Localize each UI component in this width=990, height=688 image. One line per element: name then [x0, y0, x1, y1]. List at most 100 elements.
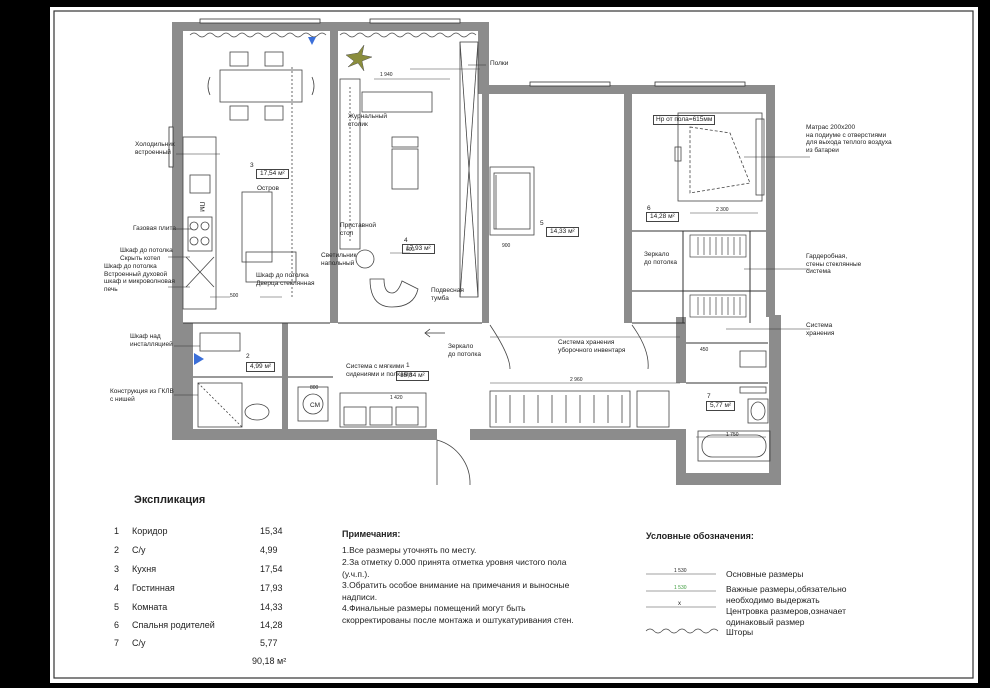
drawing-sheet: 3 17,54 м² 4 17,93 м² 5 14,33 м² 6 14,28… — [50, 7, 978, 683]
expl-row-num: 5 — [114, 602, 120, 612]
expl-row-name: Кухня — [132, 564, 157, 574]
expl-row-name: Спальня родителей — [132, 620, 215, 630]
bathroom7-fixtures — [697, 350, 771, 462]
callout-hanging-unit: Подвесная тумба — [431, 287, 464, 302]
expl-row-num: 3 — [114, 564, 120, 574]
dim-1940: 1 940 — [380, 72, 393, 78]
room-area-6: 14,28 м² — [646, 212, 679, 222]
callout-gas-stove: Газовая плита — [133, 225, 177, 232]
legend-sample-1: 1 530 — [674, 568, 687, 574]
dim-800: 800 — [310, 385, 319, 391]
dim-600: 600 — [406, 247, 415, 253]
callout-cabinet-boiler: Шкаф до потолка Скрыть котел — [120, 247, 173, 262]
note-item: 4.Финальные размеры помещений могут быть… — [342, 603, 574, 625]
callout-shelves: Полки — [490, 60, 509, 67]
note-item: 1.Все размеры уточнять по месту. — [342, 545, 477, 555]
room-number-7: 7 — [707, 393, 711, 400]
room-area-1: 15,34 м² — [396, 371, 429, 381]
callout-glass-cabinet: Шкаф до потолка Дверца стеклянная — [256, 272, 315, 287]
expl-row-name: Коридор — [132, 526, 168, 536]
living-furniture — [339, 41, 479, 308]
expl-row-name: С/у — [132, 638, 146, 648]
room-number-6: 6 — [647, 205, 651, 212]
dim-1420: 1 420 — [390, 395, 403, 401]
legend-samples — [645, 573, 719, 634]
callout-storage-system: Система хранения — [806, 322, 835, 337]
room-area-5: 14,33 м² — [546, 227, 579, 237]
room-number-1: 1 — [406, 362, 410, 369]
room-number-5: 5 — [540, 220, 544, 227]
callout-side-table: Приставной стол — [340, 222, 376, 237]
expl-row-area: 14,28 — [260, 620, 283, 630]
dim-500: 500 — [230, 293, 239, 299]
bathroom2-fixtures — [197, 332, 329, 428]
room-number-2: 2 — [246, 353, 250, 360]
legend-item-main-dims: Основные размеры — [726, 569, 804, 579]
expl-row-area: 15,34 — [260, 526, 283, 536]
dim-2300: 2 300 — [716, 207, 729, 213]
expl-row-area: 17,54 — [260, 564, 283, 574]
dim-450: 450 — [700, 347, 709, 353]
dim-2960: 2 960 — [570, 377, 583, 383]
plant-icon — [345, 44, 373, 72]
callout-installation-cabinet: Шкаф над инсталляцией — [130, 333, 173, 348]
legend-item-important-dims: Важные размеры,обязательно необходимо вы… — [726, 584, 847, 605]
explication-title: Экспликация — [134, 494, 206, 506]
dim-1750: 1 750 — [726, 432, 739, 438]
expl-row-num: 1 — [114, 526, 120, 536]
room-area-4: 17,93 м² — [402, 244, 435, 254]
label-pm: ПМ — [197, 201, 205, 212]
dimension-lines — [210, 68, 766, 438]
label-sm: СМ — [310, 402, 321, 409]
dim-900: 900 — [502, 243, 511, 249]
curtains — [189, 32, 477, 38]
marker-icon — [194, 37, 316, 365]
windows — [168, 18, 746, 168]
sheet-border — [53, 10, 974, 679]
callout-podium-height: Нр от пола=615мм — [653, 115, 716, 125]
legend-sample-2: 1 530 — [674, 585, 687, 591]
kitchen-furniture — [182, 51, 315, 310]
room-area-7: 5,77 м² — [706, 401, 736, 411]
expl-row-num: 7 — [114, 638, 120, 648]
entry-arrow-icon — [424, 328, 445, 338]
callout-soft-seating: Система с мягкими сидениями и полками — [346, 363, 412, 378]
callout-wardrobe: Гардеробная, стены стеклянные система — [806, 253, 862, 275]
expl-row-num: 2 — [114, 545, 120, 555]
callout-gklv: Конструкция из ГКЛВ с нишей — [110, 388, 174, 403]
room-number-4: 4 — [404, 237, 408, 244]
legend-item-curtains: Шторы — [726, 627, 754, 637]
notes-title: Примечания: — [342, 529, 401, 539]
expl-row-name: С/у — [132, 545, 146, 555]
expl-row-area: 5,77 — [260, 638, 278, 648]
callout-cabinet-oven: Шкаф до потолка Встроенный духовой шкаф … — [104, 263, 175, 293]
callout-floor-lamp: Светильник напольный — [321, 252, 357, 267]
legend-item-centering: Центровка размеров,означает одинаковый р… — [726, 606, 846, 627]
partition-lines — [183, 230, 768, 384]
room-number-3: 3 — [250, 162, 254, 169]
callout-leaders — [168, 64, 810, 396]
legend-title: Условные обозначения: — [646, 531, 754, 541]
room-area-3: 17,54 м² — [256, 169, 289, 179]
expl-row-area: 17,93 — [260, 583, 283, 593]
callout-storage-inventory: Система хранения уборочного инвентаря — [558, 339, 626, 354]
note-item: 3.Обратить особое внимание на примечания… — [342, 580, 570, 602]
expl-row-area: 4,99 — [260, 545, 278, 555]
callout-mattress: Матрас 200х200 на подиуме с отверстиями … — [806, 124, 892, 154]
walls — [172, 22, 781, 485]
callout-fridge: Холодильник встроенный — [135, 141, 175, 156]
expl-row-name: Гостинная — [132, 583, 175, 593]
expl-row-num: 6 — [114, 620, 120, 630]
callout-island: Остров — [257, 185, 279, 192]
corridor-furniture — [339, 324, 670, 486]
wardrobe-furniture — [689, 234, 747, 318]
room5-furniture — [489, 166, 535, 236]
room-area-2: 4,99 м² — [246, 362, 276, 372]
expl-row-area: 14,33 — [260, 602, 283, 612]
legend-sample-3: х — [678, 601, 681, 607]
expl-total: 90,18 м² — [252, 656, 287, 666]
callout-coffee-tables: Журнальный столик — [348, 113, 387, 128]
expl-row-num: 4 — [114, 583, 120, 593]
expl-row-name: Комната — [132, 602, 168, 612]
callout-mirror-corridor: Зеркало до потолка — [448, 343, 481, 358]
